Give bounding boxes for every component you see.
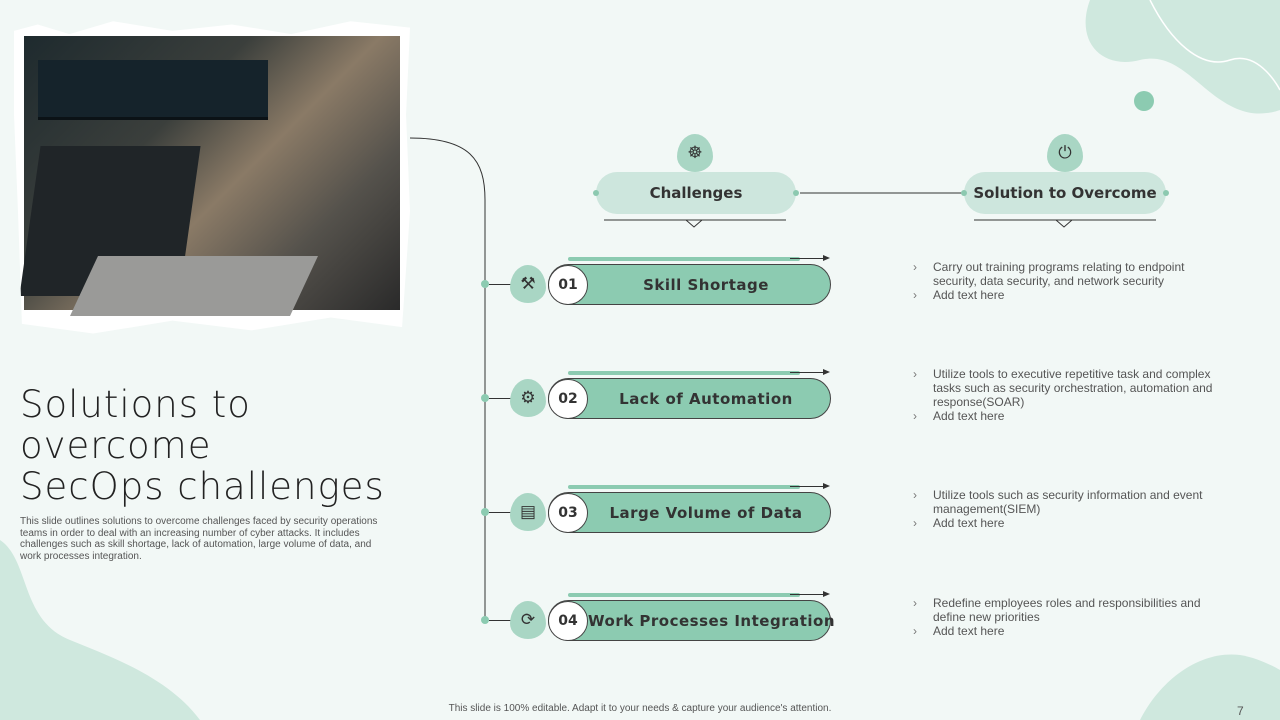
page-title: Solutions to overcome SecOps challenges	[20, 384, 385, 507]
solution-bullet: Utilize tools to executive repetitive ta…	[913, 367, 1213, 409]
challenge-item: 01 Skill Shortage	[548, 264, 831, 305]
challenge-label: Large Volume of Data	[609, 503, 803, 522]
solution-bullet: Add text here	[913, 516, 1213, 530]
challenge-label: Skill Shortage	[643, 275, 769, 294]
solution-list: Redefine employees roles and responsibil…	[913, 596, 1213, 638]
title-line: Solutions to	[20, 383, 251, 426]
progress-bar	[568, 593, 800, 597]
challenge-item: 03 Large Volume of Data	[548, 492, 831, 533]
solution-bullet: Carry out training programs relating to …	[913, 260, 1213, 288]
solution-list: Carry out training programs relating to …	[913, 260, 1213, 302]
solution-bullet: Redefine employees roles and responsibil…	[913, 596, 1213, 624]
timeline-dot	[481, 394, 489, 402]
arrow-line	[790, 486, 826, 487]
arrow-line	[790, 372, 826, 373]
header-challenges: Challenges	[596, 172, 796, 214]
page-number: 7	[1237, 704, 1244, 718]
challenge-item: 04 Work Processes Integration	[548, 600, 835, 641]
power-icon: ⏻	[1047, 134, 1083, 172]
robot-arm-icon: ⚙	[510, 379, 546, 417]
title-line: SecOps challenges	[20, 465, 385, 508]
arrow-head-icon	[823, 255, 830, 261]
arrow-head-icon	[823, 483, 830, 489]
hero-photo	[14, 21, 410, 334]
timeline-dot	[481, 280, 489, 288]
arrow-line	[790, 258, 826, 259]
gear-cycle-icon: ⟳	[510, 601, 546, 639]
progress-bar	[568, 485, 800, 489]
challenge-item: 02 Lack of Automation	[548, 378, 831, 419]
item-number: 02	[548, 378, 588, 419]
solution-bullet: Add text here	[913, 624, 1213, 638]
challenge-label: Work Processes Integration	[588, 611, 836, 630]
footer-note: This slide is 100% editable. Adapt it to…	[448, 703, 832, 714]
arrow-head-icon	[823, 369, 830, 375]
arrow-line	[790, 594, 826, 595]
challenge-label: Lack of Automation	[619, 389, 793, 408]
title-line: overcome	[20, 424, 212, 467]
solution-bullet: Add text here	[913, 409, 1213, 423]
solution-bullet: Add text here	[913, 288, 1213, 302]
timeline-dot	[481, 616, 489, 624]
header-solution: Solution to Overcome	[964, 172, 1166, 214]
item-number: 03	[548, 492, 588, 533]
solution-list: Utilize tools such as security informati…	[913, 488, 1213, 530]
database-icon: ▤	[510, 493, 546, 531]
solution-bullet: Utilize tools such as security informati…	[913, 488, 1213, 516]
item-number: 01	[548, 264, 588, 305]
solution-list: Utilize tools to executive repetitive ta…	[913, 367, 1213, 423]
team-chart-icon: ☸	[677, 134, 713, 172]
decorative-dot	[1134, 91, 1154, 111]
description: This slide outlines solutions to overcom…	[20, 516, 378, 562]
timeline-dot	[481, 508, 489, 516]
item-number: 04	[548, 600, 588, 641]
progress-bar	[568, 257, 800, 261]
arrow-head-icon	[823, 591, 830, 597]
progress-bar	[568, 371, 800, 375]
connector-line	[409, 137, 486, 617]
gear-tools-icon: ⚒	[510, 265, 546, 303]
